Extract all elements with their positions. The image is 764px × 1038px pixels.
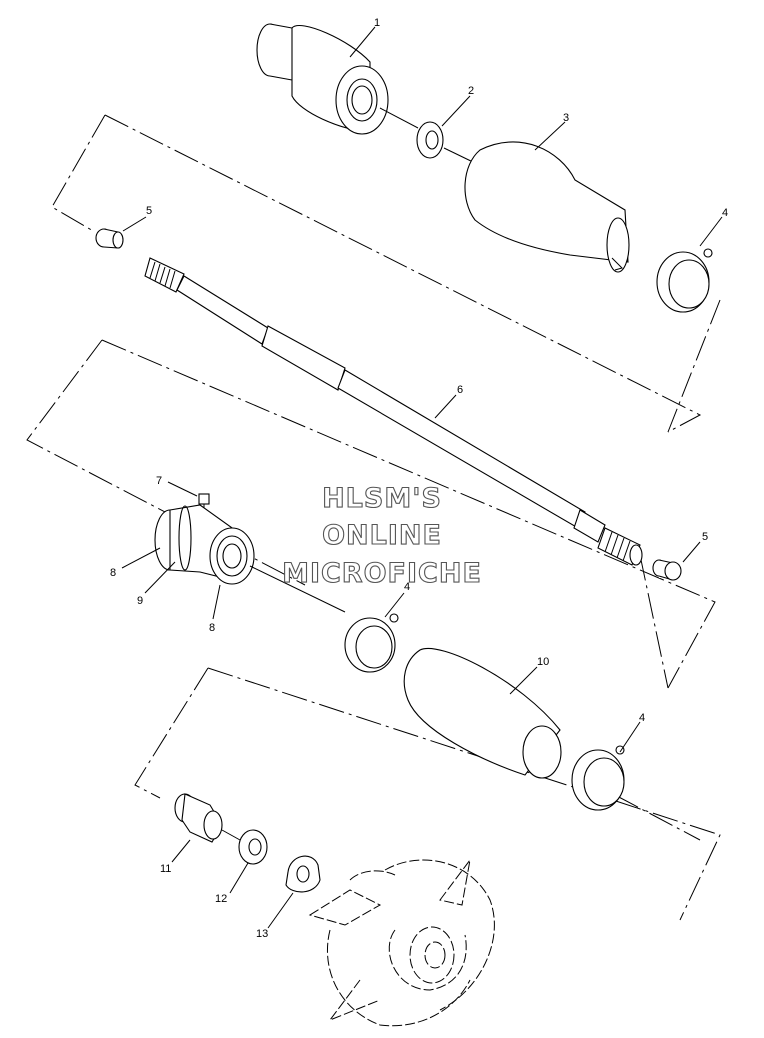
- part-12-washer: [238, 829, 268, 865]
- watermark: HLSM'S ONLINE MICROFICHE: [282, 482, 482, 589]
- watermark-line-1: HLSM'S: [322, 483, 442, 514]
- label-part-4-lower: 4: [639, 712, 645, 724]
- part-5-plug-upper: [95, 228, 124, 249]
- label-part-6: 6: [457, 384, 463, 396]
- part-2-washer: [416, 121, 444, 159]
- part-1-bearing-housing: [256, 23, 389, 135]
- label-part-5-upper: 5: [146, 205, 152, 217]
- part-4-clamp-lower: [571, 745, 625, 811]
- label-part-7: 7: [156, 475, 162, 487]
- part-3-reducer-sleeve: [464, 141, 630, 273]
- part-4-clamp-upper: [656, 248, 713, 313]
- part-9-bearing-housing: [154, 504, 255, 585]
- part-4-clamp-middle: [344, 613, 399, 673]
- label-part-9: 9: [137, 595, 143, 607]
- label-part-12: 12: [215, 893, 227, 905]
- label-part-1: 1: [374, 17, 380, 29]
- part-11-adapter: [174, 793, 223, 843]
- label-part-10: 10: [537, 656, 549, 668]
- label-part-2: 2: [468, 85, 474, 97]
- part-13-key-plate: [285, 855, 321, 893]
- label-part-4-middle: 4: [404, 581, 410, 593]
- label-part-4-upper: 4: [722, 207, 728, 219]
- part-10-tube: [403, 648, 562, 779]
- impeller-outline: [308, 859, 495, 1027]
- watermark-line-3: MICROFICHE: [282, 558, 482, 589]
- label-part-8-bottom: 8: [209, 622, 215, 634]
- part-labels: 1 2 3 4 5 6 7 5 8 9 8 4 10 4 11 12 13: [110, 17, 728, 940]
- part-5-plug-lower: [652, 559, 682, 581]
- label-part-5-lower: 5: [702, 531, 708, 543]
- watermark-line-2: ONLINE: [322, 520, 442, 551]
- label-part-11: 11: [160, 863, 171, 875]
- label-part-13: 13: [256, 928, 268, 940]
- part-6-drive-shaft: [144, 257, 643, 566]
- label-part-3: 3: [563, 112, 569, 124]
- leader-lines: [121, 26, 723, 929]
- label-part-8-left: 8: [110, 567, 116, 579]
